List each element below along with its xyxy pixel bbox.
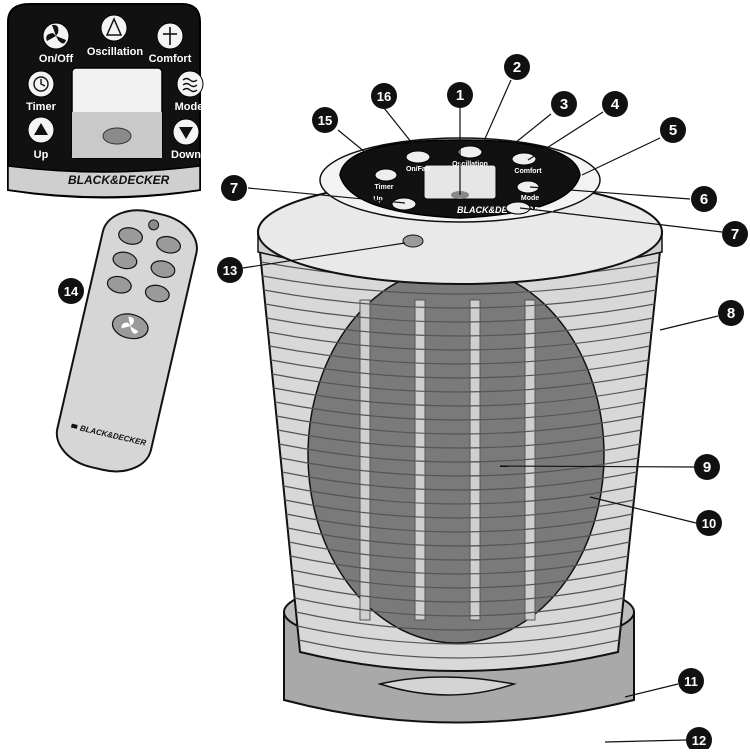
callout-15: 15 [312, 107, 338, 133]
heater-mode-button[interactable]: Mode [517, 181, 539, 202]
callout-5: 5 [660, 117, 686, 143]
callout-6: 6 [691, 186, 717, 212]
heater-comfort-label: Comfort [514, 168, 542, 175]
callout-7a-text: 7 [230, 180, 238, 197]
callout-16: 16 [371, 83, 397, 109]
panel-brand-text: BLACK&DECKER [68, 173, 170, 187]
heater-on-fan-label: On/Fan [406, 166, 430, 173]
callout-11-text: 11 [684, 674, 698, 689]
callout-1-text: 1 [456, 87, 464, 104]
callout-13: 13 [217, 257, 243, 283]
mode-label: Mode [175, 101, 204, 113]
callout-8-text: 8 [727, 305, 735, 322]
callout-13-text: 13 [223, 263, 237, 278]
leader-12 [605, 740, 686, 742]
heater-grille [308, 267, 604, 643]
callout-2: 2 [504, 54, 530, 80]
callout-4: 4 [602, 91, 628, 117]
callout-3-text: 3 [560, 96, 568, 113]
callout-15-text: 15 [318, 113, 332, 128]
callout-12: 12 [686, 727, 712, 749]
callout-11: 11 [678, 668, 704, 694]
oscillation-label: Oscillation [87, 46, 144, 58]
control-panel-closeup: On/Off Oscillation Comfort Timer [0, 4, 203, 198]
leader-5 [582, 138, 660, 175]
callout-2-text: 2 [513, 59, 521, 76]
callout-7b-text: 7 [731, 226, 739, 243]
remote-control: BLACK&DECKER [51, 202, 203, 479]
comfort-label: Comfort [149, 53, 192, 65]
callout-16-text: 16 [377, 89, 391, 104]
heater-timer-label: Timer [375, 184, 394, 191]
panel-sensor [103, 128, 131, 144]
callout-8: 8 [718, 300, 744, 326]
down-label: Down [171, 149, 201, 161]
callout-4-text: 4 [611, 96, 620, 113]
callout-14: 14 [58, 278, 84, 304]
heater-mode-label: Mode [521, 195, 539, 202]
callout-7b: 7 [722, 221, 748, 247]
on-off-label: On/Off [39, 53, 74, 65]
leader-8 [660, 316, 718, 330]
grille-bar [470, 300, 480, 620]
callout-5-text: 5 [669, 122, 677, 139]
heater-oscillation-label: Oscillation [452, 161, 488, 168]
callout-10-text: 10 [702, 516, 716, 531]
callout-1: 1 [447, 82, 473, 108]
callout-7a: 7 [221, 175, 247, 201]
callout-14-text: 14 [64, 284, 79, 299]
timer-label: Timer [26, 101, 56, 113]
leader-16 [380, 103, 416, 148]
callout-6-text: 6 [700, 191, 708, 208]
callout-10: 10 [696, 510, 722, 536]
callout-9-text: 9 [703, 459, 711, 476]
callout-9: 9 [694, 454, 720, 480]
grille-bar [415, 300, 425, 620]
heater-up-label: Up [373, 196, 382, 203]
down-button[interactable]: Down [171, 119, 201, 161]
callout-12-text: 12 [692, 733, 706, 748]
up-label: Up [34, 149, 49, 161]
heater: BLACK&DECKER On/Fan Oscillation Comfort … [258, 138, 662, 723]
ir-receiver [403, 235, 423, 247]
grille-bar [360, 300, 370, 620]
callout-3: 3 [551, 91, 577, 117]
